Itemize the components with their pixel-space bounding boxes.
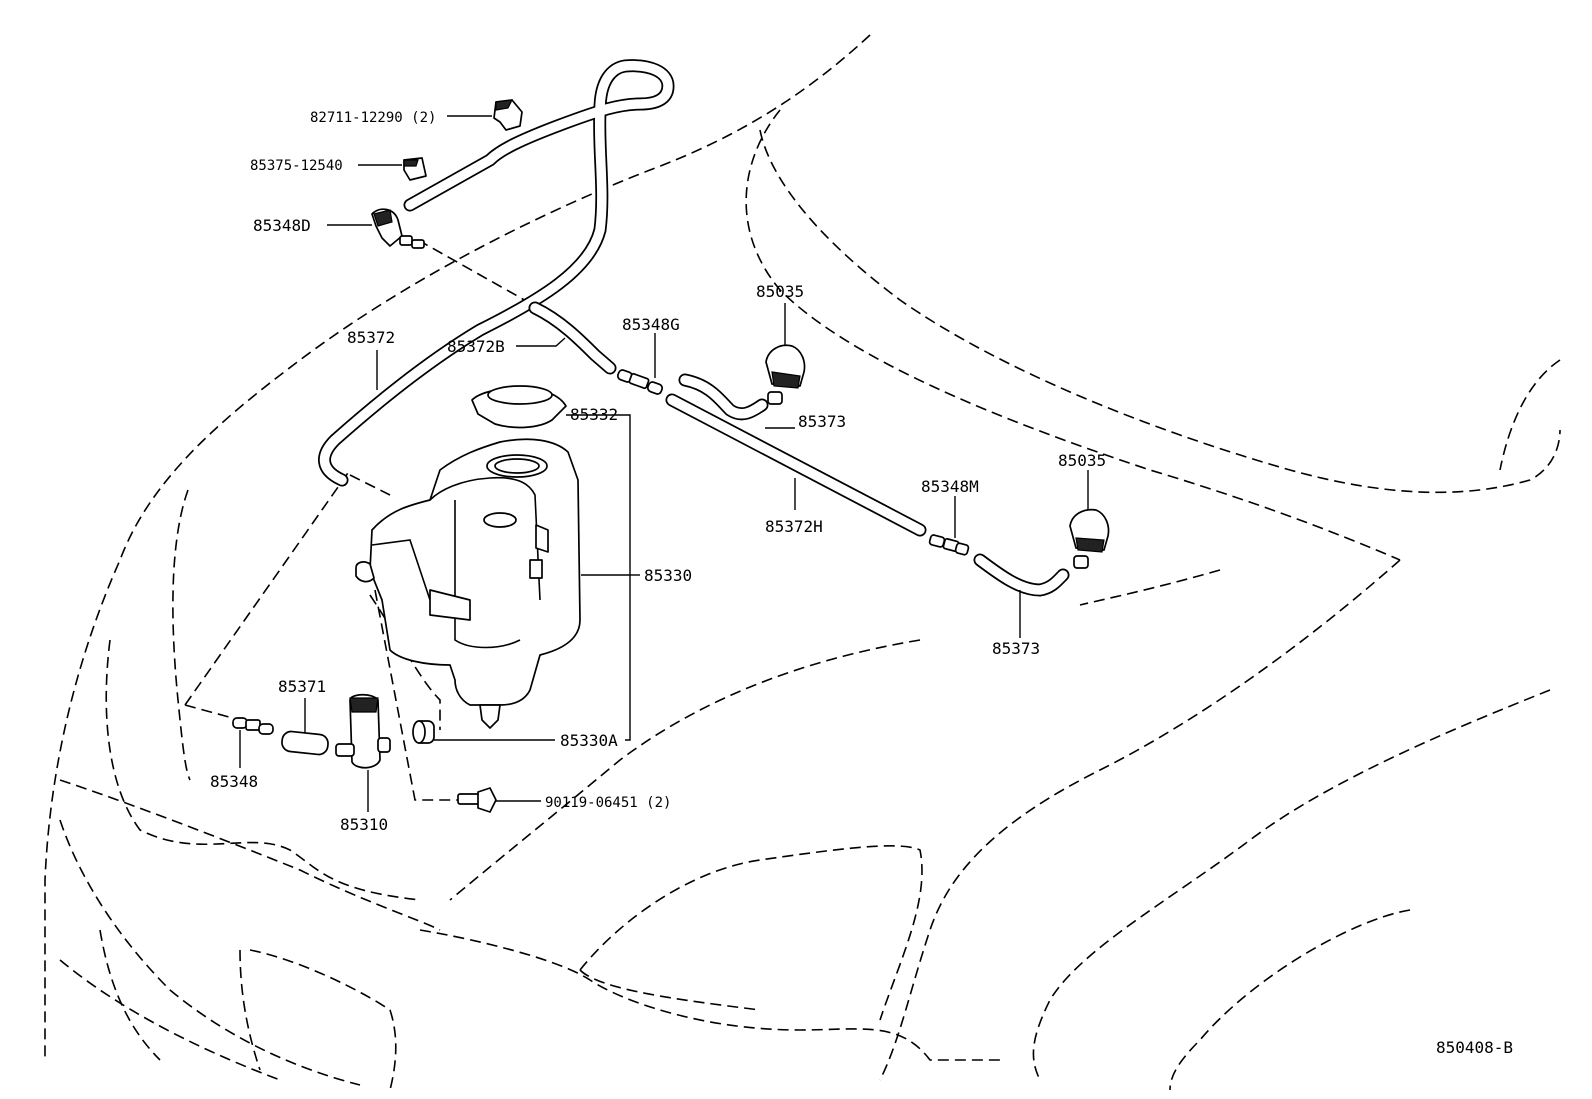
clamp-85375 (403, 157, 427, 181)
label-cap-85332: 85332 (570, 405, 618, 424)
label-pump-85310: 85310 (340, 815, 388, 834)
label-nozzle-85035-upper: 85035 (756, 282, 804, 301)
label-clip-82711: 82711-12290 (2) (310, 110, 436, 126)
joint-85348g (616, 369, 664, 395)
pump-85310 (335, 693, 391, 769)
nozzle-85035-upper (765, 344, 806, 405)
label-hose-85372h: 85372H (765, 517, 823, 536)
label-joint-85348d: 85348D (253, 216, 311, 235)
cap-85332 (471, 385, 567, 429)
tank-85330 (355, 438, 581, 729)
label-joint-85348g: 85348G (622, 315, 680, 334)
hose-85372b (528, 301, 617, 375)
hose-85372 (318, 59, 675, 487)
hose-85371 (281, 730, 329, 756)
label-tank-85330: 85330 (644, 566, 692, 585)
label-hose-85373-lower: 85373 (992, 639, 1040, 658)
label-hose-85373-upper: 85373 (798, 412, 846, 431)
hose-85372h (665, 393, 927, 537)
clip-82711 (493, 99, 523, 131)
hose-85373-lower (973, 553, 1070, 597)
label-clamp-85375: 85375-12540 (250, 158, 343, 174)
label-grommet-85330a: 85330A (560, 731, 618, 750)
joint-85348m (928, 534, 970, 556)
joint-85348 (232, 717, 274, 735)
label-joint-85348: 85348 (210, 772, 258, 791)
label-bolt-90119: 90119-06451 (2) (545, 795, 671, 811)
leader-lines (239, 115, 1089, 812)
grommet-85330a (412, 720, 435, 744)
label-joint-85348m: 85348M (921, 477, 979, 496)
label-hose-85372b: 85372B (447, 337, 505, 356)
hose-85373-upper (678, 373, 769, 421)
label-nozzle-85035-lower: 85035 (1058, 451, 1106, 470)
label-hose-85372: 85372 (347, 328, 395, 347)
nozzle-85035-lower (1069, 508, 1110, 569)
diagram-id: 850408-B (1436, 1038, 1513, 1057)
joint-85348d (371, 208, 425, 249)
label-hose-85371: 85371 (278, 677, 326, 696)
vehicle-body-outline (44, 34, 1561, 1091)
bolt-90119 (457, 787, 497, 813)
